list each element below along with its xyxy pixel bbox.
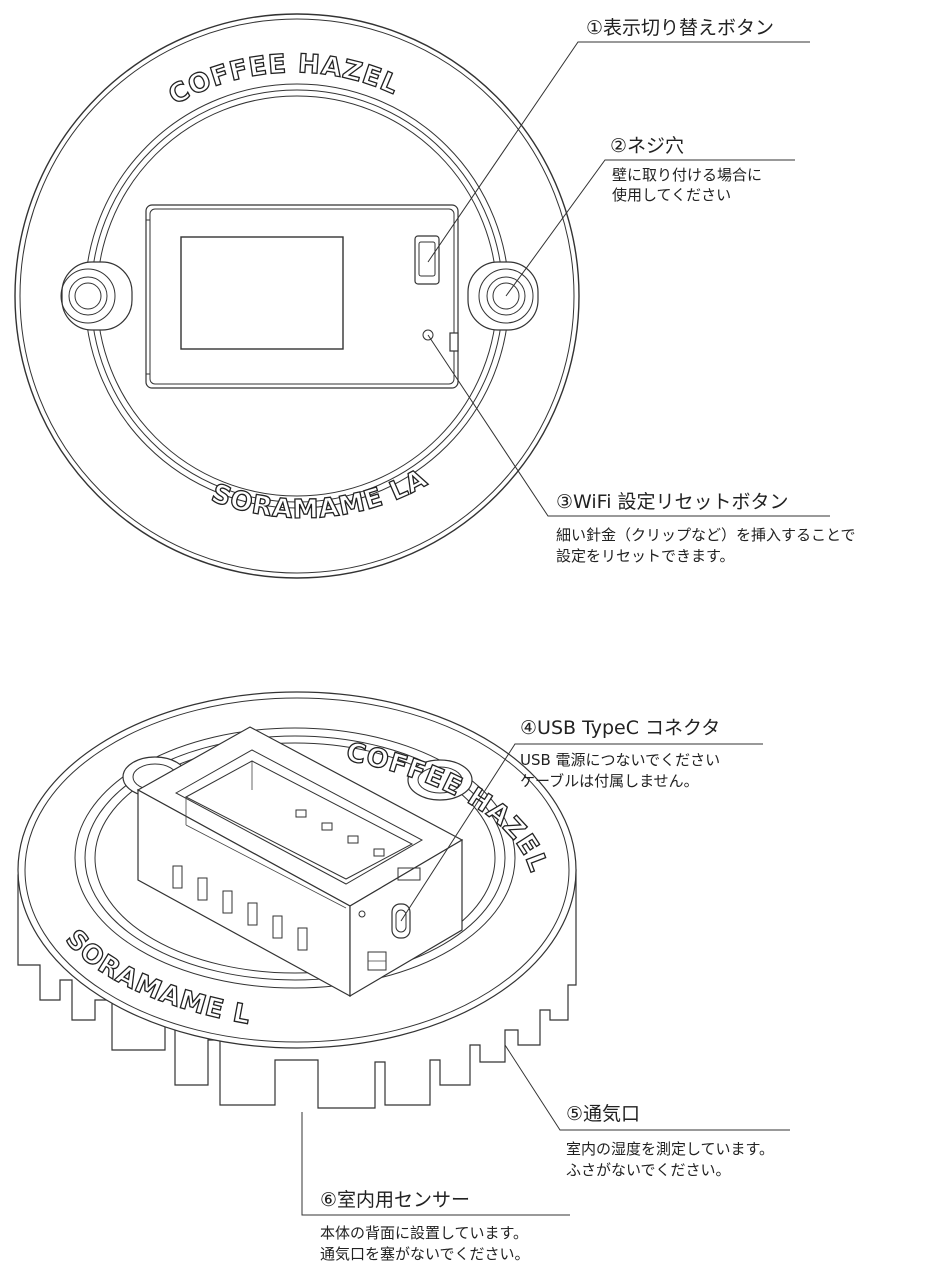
display-switch-slot [397,867,421,881]
callout-4-title: ④USB TypeC コネクタ [520,717,720,739]
brand-top: COFFEE HAZEL [164,49,404,111]
callout-3-title: ③WiFi 設定リセットボタン [556,491,789,513]
callout-usb-typec: ④USB TypeC コネクタ USB 電源につないでください ケーブルは付属し… [400,717,763,922]
front-view: COFFEE HAZEL SORAMAME LAB [0,0,580,579]
display-screen [180,236,344,350]
outer-ring-inner-edge [19,18,575,574]
display-switch-button[interactable] [414,235,440,285]
callout-6-line-1: 本体の背面に設置しています。 [320,1224,528,1242]
base-inner-ring [94,742,496,974]
callout-4-line-2: ケーブルは付属しません。 [520,772,699,790]
callout-3-line-1: 細い針金（クリップなど）を挿入することで [556,526,856,544]
callout-2-title: ②ネジ穴 [610,135,684,157]
callout-6-title: ⑥室内用センサー [320,1189,470,1211]
housing-latch [367,951,387,971]
callout-1-title: ①表示切り替えボタン [586,17,774,39]
callout-wifi-reset: ③WiFi 設定リセットボタン 細い針金（クリップなど）を挿入することで 設定を… [427,334,856,565]
housing-side-vents [172,865,308,951]
callout-vent: ⑤通気口 室内の湿度を測定しています。 ふさがないでください。 [504,1044,790,1179]
callout-3-line-2: 設定をリセットできます。 [556,547,735,565]
display-module [145,204,459,389]
isometric-view: COFFEE HAZEL SORAMAME LAB [0,0,577,1109]
iso-screw-tab-right [407,759,473,801]
callout-5-line-2: ふさがないでください。 [566,1161,731,1179]
side-connector-nub [449,332,459,352]
iso-reset-hole [358,910,366,918]
callout-4-line-1: USB 電源につないでください [520,751,720,769]
callout-display-switch: ①表示切り替えボタン [427,17,810,263]
base-mid-ring-inner [84,735,506,981]
callout-5-line-1: 室内の湿度を測定しています。 [566,1140,774,1158]
screw-tab-left [60,261,133,331]
callout-indoor-sensor: ⑥室内用センサー 本体の背面に設置しています。 通気口を塞がないでください。 [301,1112,570,1263]
callout-2-line-2: 使用してください [612,186,731,204]
callout-screw-hole: ②ネジ穴 壁に取り付ける場合に 使用してください [505,135,795,297]
wifi-reset-button[interactable] [422,329,434,341]
callout-2-line-1: 壁に取り付ける場合に [612,166,762,184]
outer-ring [14,13,580,579]
base-top-edge [24,697,570,1043]
callout-6-line-2: 通気口を塞がないでください。 [320,1245,530,1263]
housing-inner-vents [295,809,385,857]
base-mid-ring [74,727,516,989]
screw-hole-right[interactable] [467,261,539,331]
callout-5-title: ⑤通気口 [566,1103,640,1125]
